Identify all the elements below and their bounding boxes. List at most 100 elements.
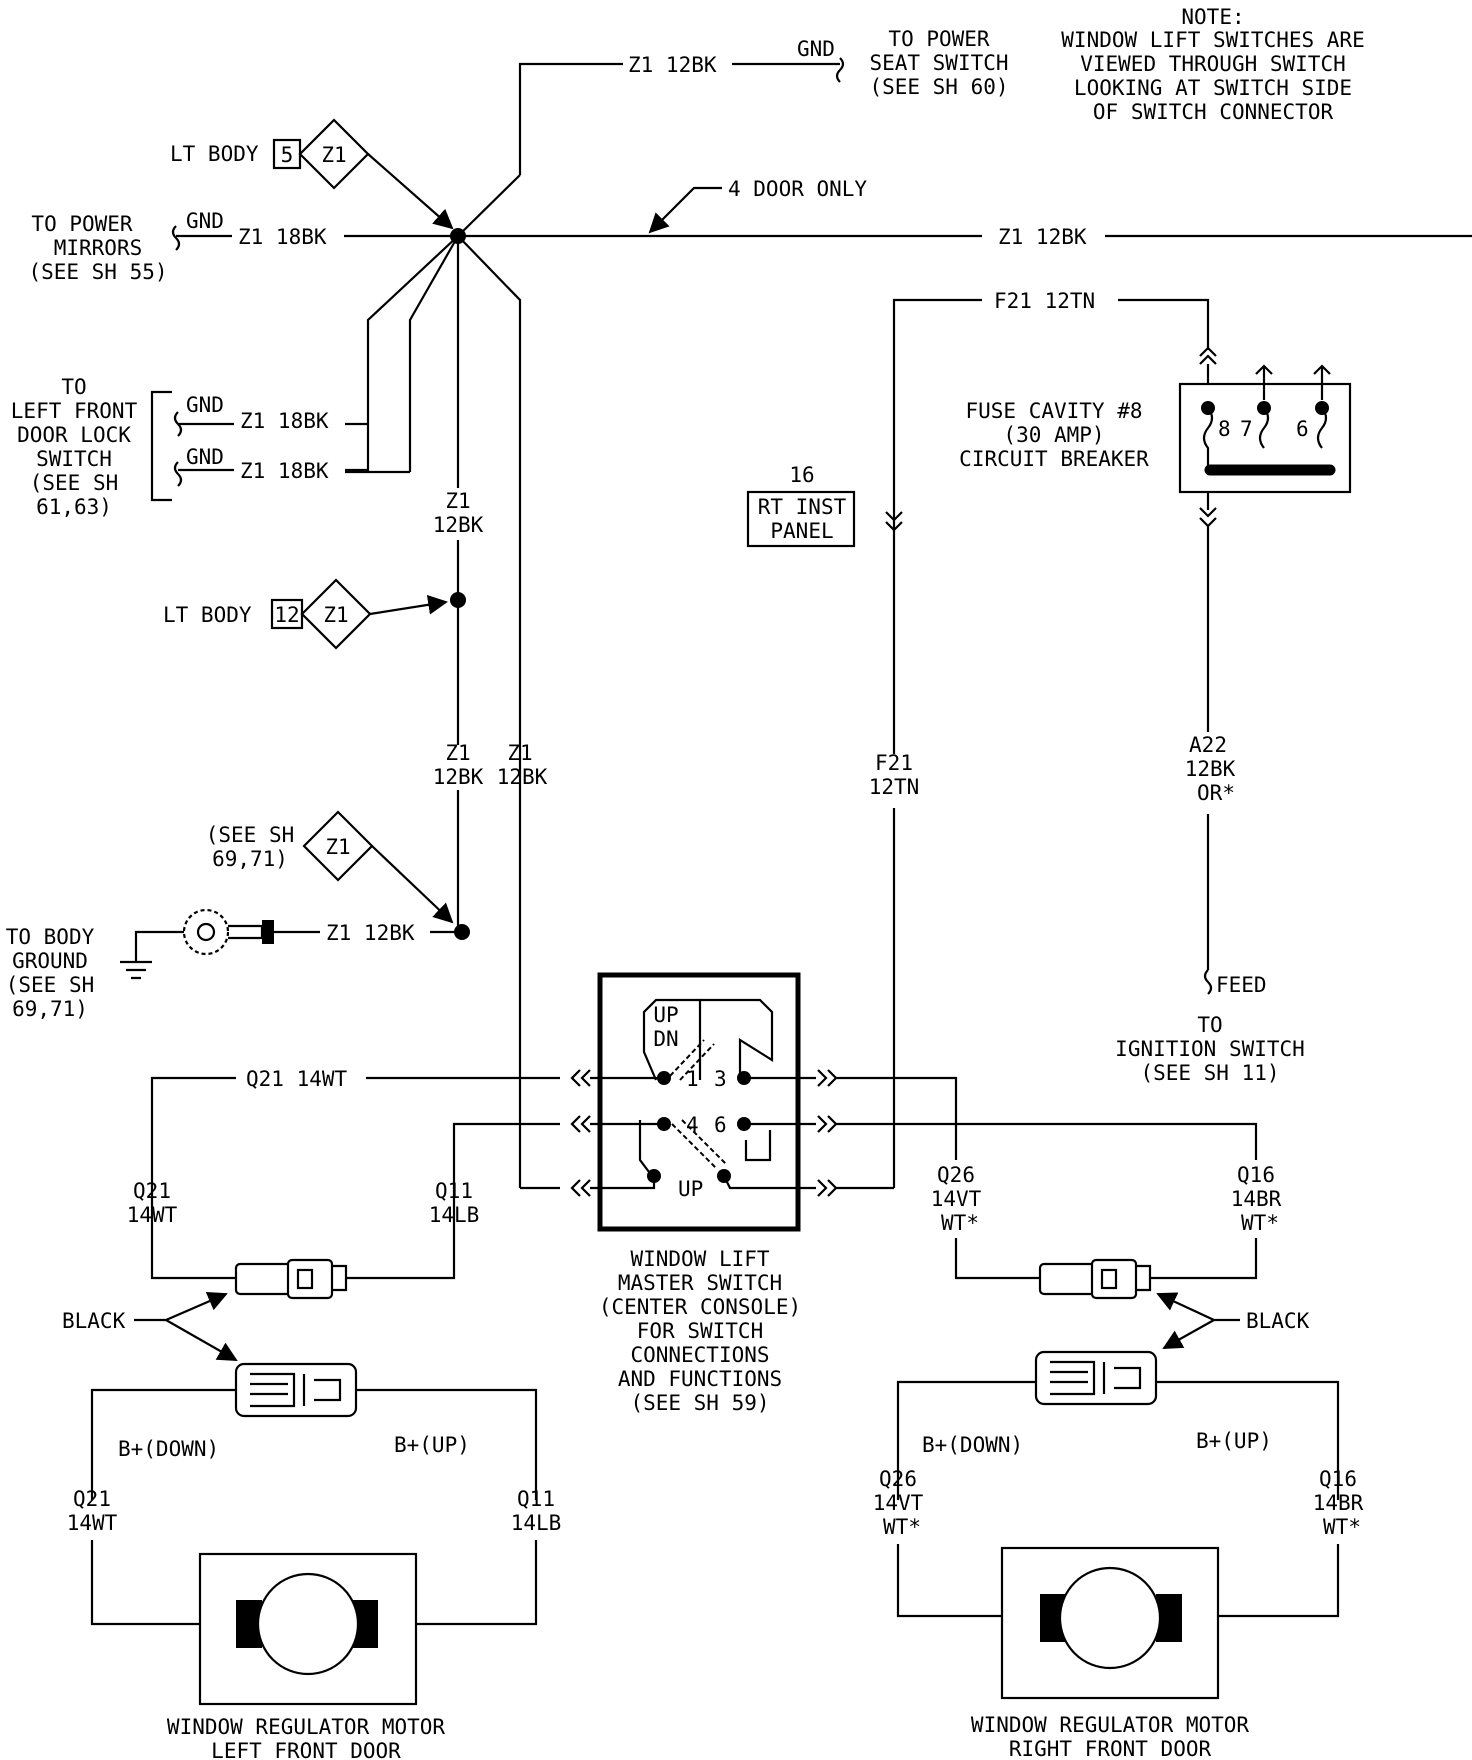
left-q21-gauge: 14WT xyxy=(127,1203,178,1227)
right-motor-line: RIGHT FRONT DOOR xyxy=(1009,1737,1212,1760)
body-ground-branch: TO BODY GROUND (SEE SH 69,71) Z1 12BK xyxy=(6,908,470,1021)
right-q16-code: Q16 xyxy=(1237,1163,1275,1187)
ignition-feed-label: FEED xyxy=(1216,973,1267,997)
f21-circuit: F21 12TN F21 12TN xyxy=(869,289,1217,1188)
lt-body-code: Z1 xyxy=(323,603,348,627)
four-door-label: 4 DOOR ONLY xyxy=(728,177,867,201)
left-q11-motor-gauge: 14LB xyxy=(511,1511,562,1535)
z1-gauge: 12BK xyxy=(497,765,548,789)
right-q26-motor-gauge: 14VT xyxy=(873,1491,924,1515)
right-q16-option: WT* xyxy=(1241,1211,1279,1235)
see-sh-code: Z1 xyxy=(325,835,350,859)
body-ground-line: TO BODY xyxy=(6,925,95,949)
left-b-down: B+(DOWN) xyxy=(118,1437,219,1461)
right-q26-code: Q26 xyxy=(937,1163,975,1187)
fuse-pin: 8 xyxy=(1218,417,1231,441)
master-switch-line: FOR SWITCH xyxy=(637,1319,763,1343)
left-black-label: BLACK xyxy=(62,1309,126,1333)
power-mirrors-wire: Z1 18BK xyxy=(238,225,327,249)
power-mirrors-line: (SEE SH 55) xyxy=(28,260,167,284)
ignition-line: TO xyxy=(1197,1013,1222,1037)
right-q16-gauge: 14BR xyxy=(1231,1187,1282,1211)
body-ground-line: GROUND xyxy=(12,949,88,973)
power-seat-line: (SEE SH 60) xyxy=(869,75,1008,99)
lt-body-pin: 5 xyxy=(281,143,294,167)
power-seat-line: TO POWER xyxy=(888,27,990,51)
power-seat-branch: Z1 12BK GND TO POWER SEAT SWITCH (SEE SH… xyxy=(518,27,1009,175)
four-door-wire: Z1 12BK xyxy=(998,225,1087,249)
switch-pin: 3 xyxy=(714,1067,727,1091)
ignition-feed: FEED TO IGNITION SWITCH (SEE SH 11) xyxy=(1115,969,1305,1085)
lt-body-code: Z1 xyxy=(321,143,346,167)
fuse-pin: 7 xyxy=(1240,417,1253,441)
power-seat-line: SEAT SWITCH xyxy=(869,51,1008,75)
switch-pin: 1 xyxy=(686,1067,699,1091)
power-seat-wire-label: Z1 12BK xyxy=(628,53,717,77)
see-sh-69-connector: (SEE SH 69,71) Z1 xyxy=(206,810,454,924)
switch-pin: 6 xyxy=(714,1113,727,1137)
ignition-line: IGNITION SWITCH xyxy=(1115,1037,1305,1061)
a22-gauge: 12BK xyxy=(1185,757,1236,781)
power-mirrors-line: TO POWER xyxy=(31,212,133,236)
z1-lower-labels: Z1 12BK Z1 12BK xyxy=(433,741,548,935)
lt-body-pin: 12 xyxy=(274,603,299,627)
four-door-branch: Z1 12BK 4 DOOR ONLY xyxy=(458,177,1472,249)
fuse-pin: 6 xyxy=(1296,417,1309,441)
left-motor-line: LEFT FRONT DOOR xyxy=(211,1739,401,1760)
power-mirrors-line: MIRRORS xyxy=(54,236,143,260)
door-lock-line: LEFT FRONT xyxy=(11,399,138,423)
power-mirrors-branch: TO POWER MIRRORS (SEE SH 55) GND Z1 18BK xyxy=(28,209,458,284)
body-ground-line: 69,71) xyxy=(12,997,88,1021)
f21-mid-code: F21 xyxy=(875,751,913,775)
fuse-line: (30 AMP) xyxy=(1003,423,1104,447)
note-line: LOOKING AT SWITCH SIDE xyxy=(1074,76,1352,100)
door-lock-branch: TO LEFT FRONT DOOR LOCK SWITCH (SEE SH 6… xyxy=(11,375,410,519)
right-q16-motor-gauge: 14BR xyxy=(1313,1491,1364,1515)
master-switch-line: WINDOW LIFT xyxy=(630,1247,769,1271)
door-lock-line: TO xyxy=(61,375,86,399)
switch-pin: 4 xyxy=(686,1113,699,1137)
a22-option: OR* xyxy=(1197,781,1235,805)
door-lock-line: SWITCH xyxy=(36,447,112,471)
right-b-up: B+(UP) xyxy=(1196,1429,1272,1453)
note-line: WINDOW LIFT SWITCHES ARE xyxy=(1061,28,1364,52)
switch-up-label: UP xyxy=(653,1003,678,1027)
f21-mid-gauge: 12TN xyxy=(869,775,920,799)
ground-splice xyxy=(345,174,522,1188)
fuse-line: FUSE CAVITY #8 xyxy=(965,399,1142,423)
lt-body-5-connector: LT BODY 5 Z1 xyxy=(170,118,454,230)
master-switch-line: MASTER SWITCH xyxy=(618,1271,782,1295)
see-sh-line: (SEE SH xyxy=(206,823,295,847)
switch-dn-label: DN xyxy=(653,1027,678,1051)
right-q16-motor-option: WT* xyxy=(1323,1515,1361,1539)
lt-body-label: LT BODY xyxy=(163,603,252,627)
master-switch-line: AND FUNCTIONS xyxy=(618,1367,782,1391)
right-q26-option: WT* xyxy=(941,1211,979,1235)
z1-code: Z1 xyxy=(445,741,470,765)
fuse-line: CIRCUIT BREAKER xyxy=(959,447,1149,471)
z1-gauge: 12BK xyxy=(433,765,484,789)
left-q21-motor-gauge: 14WT xyxy=(67,1511,118,1535)
door-lock-line: DOOR LOCK xyxy=(17,423,131,447)
left-q11-motor-code: Q11 xyxy=(517,1487,555,1511)
switch-right-wires xyxy=(723,1069,1258,1197)
master-switch-line: (CENTER CONSOLE) xyxy=(599,1295,801,1319)
f21-top-label: F21 12TN xyxy=(994,289,1095,313)
lt-body-12-connector: LT BODY 12 Z1 xyxy=(163,578,466,650)
left-q11-gauge: 14LB xyxy=(429,1203,480,1227)
a22-code: A22 xyxy=(1189,733,1227,757)
z1-code: Z1 xyxy=(507,741,532,765)
note-line: OF SWITCH CONNECTOR xyxy=(1093,100,1334,124)
switch-up-bottom: UP xyxy=(678,1177,703,1201)
window-lift-master-switch: UP DN 1 3 4 6 UP xyxy=(597,972,801,1232)
right-black-label: BLACK xyxy=(1246,1309,1310,1333)
right-q26-motor-option: WT* xyxy=(883,1515,921,1539)
left-motor-line: WINDOW REGULATOR MOTOR xyxy=(167,1715,446,1739)
rt-inst-panel-connector: 16 RT INST PANEL xyxy=(746,463,856,548)
right-q26-gauge: 14VT xyxy=(931,1187,982,1211)
door-lock-wire-1: Z1 18BK xyxy=(240,409,329,433)
right-front-door-circuit: Q26 14VT WT* Q16 14BR WT* BLACK B+(DOWN)… xyxy=(873,1163,1364,1760)
rt-inst-line: RT INST xyxy=(758,495,847,519)
body-ground-wire: Z1 12BK xyxy=(326,921,415,945)
